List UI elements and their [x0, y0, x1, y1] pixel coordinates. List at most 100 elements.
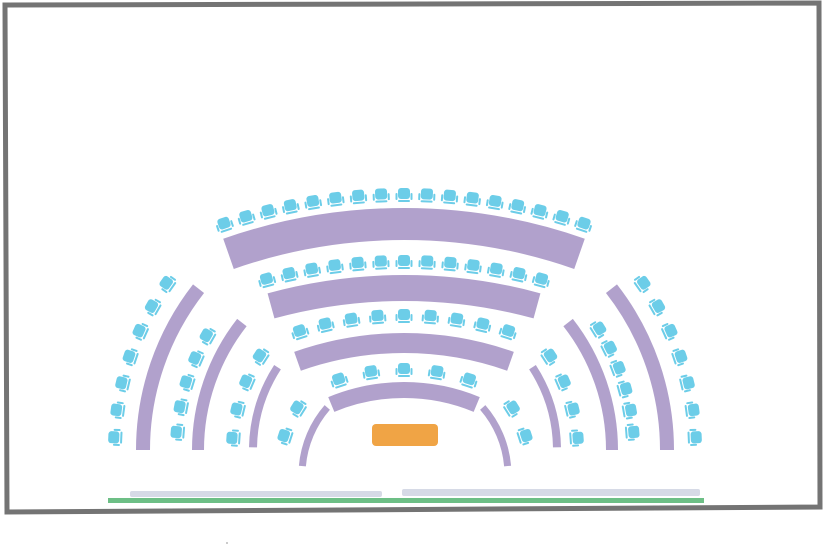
- row-c-seat-4[interactable]: [369, 309, 387, 325]
- left-1-seat-4[interactable]: [121, 346, 140, 367]
- row-a-seat-16[interactable]: [552, 209, 572, 227]
- row-a-seat-12[interactable]: [463, 191, 482, 207]
- right-1-desk: [605, 284, 674, 451]
- seats: [108, 188, 702, 447]
- row-a-seat-4[interactable]: [281, 198, 300, 215]
- row-c-seat-6[interactable]: [421, 309, 439, 325]
- stage-podium[interactable]: [372, 424, 438, 446]
- right-4-desk: [480, 405, 512, 467]
- floor-line: [108, 498, 704, 503]
- left-1-desk: [136, 284, 205, 451]
- right-3-seat-1[interactable]: [569, 429, 584, 447]
- row-d-seat-2[interactable]: [362, 364, 381, 381]
- row-b-seat-5[interactable]: [349, 256, 367, 272]
- row-c-seat-7[interactable]: [447, 312, 466, 328]
- right-3-seat-3[interactable]: [553, 371, 573, 392]
- left-2-seat-3[interactable]: [178, 372, 196, 392]
- row-a-seat-17[interactable]: [573, 215, 594, 234]
- left-1-seat-5[interactable]: [131, 321, 151, 342]
- row-a-seat-7[interactable]: [349, 189, 368, 205]
- left-1-seat-1[interactable]: [108, 428, 123, 447]
- floor-strip-left: [130, 491, 382, 497]
- left-2-seat-1[interactable]: [170, 423, 186, 441]
- row-b-seat-13[interactable]: [531, 271, 551, 289]
- row-a-seat-6[interactable]: [326, 191, 345, 207]
- right-2-seat-1[interactable]: [624, 423, 640, 441]
- row-b-desk: [267, 275, 541, 319]
- left-2-seat-2[interactable]: [173, 397, 190, 417]
- row-d-seat-4[interactable]: [427, 364, 446, 381]
- row-b-seat-3[interactable]: [302, 262, 322, 279]
- row-c-seat-1[interactable]: [290, 323, 310, 341]
- right-1-seat-1[interactable]: [687, 428, 702, 447]
- floor-strip-right: [402, 489, 700, 496]
- right-1-seat-7[interactable]: [632, 273, 653, 295]
- right-2-seat-2[interactable]: [621, 401, 638, 420]
- left-2-seat-5[interactable]: [197, 325, 218, 347]
- left-4-seat-2[interactable]: [288, 397, 309, 419]
- row-a-seat-1[interactable]: [214, 215, 235, 234]
- row-a-desk: [223, 208, 585, 269]
- right-3-seat-4[interactable]: [539, 345, 560, 367]
- right-1-seat-4[interactable]: [670, 346, 689, 367]
- right-1-seat-6[interactable]: [647, 296, 668, 318]
- right-1-seat-2[interactable]: [684, 401, 700, 420]
- room-frame: [2, 0, 823, 515]
- left-1-seat-6[interactable]: [143, 296, 164, 318]
- right-4-seat-2[interactable]: [501, 397, 522, 419]
- desks: [136, 208, 674, 467]
- row-b-seat-8[interactable]: [418, 255, 436, 270]
- row-b-seat-2[interactable]: [279, 266, 299, 283]
- left-3-seat-1[interactable]: [226, 429, 241, 447]
- row-a-seat-15[interactable]: [530, 203, 550, 221]
- right-2-seat-3[interactable]: [616, 379, 634, 399]
- row-a-seat-13[interactable]: [485, 194, 504, 211]
- row-d-seat-1[interactable]: [329, 371, 349, 390]
- right-2-seat-6[interactable]: [588, 318, 609, 340]
- left-2-seat-4[interactable]: [186, 348, 206, 369]
- row-b-seat-6[interactable]: [372, 255, 390, 270]
- stray-dot: [226, 542, 228, 544]
- row-a-seat-14[interactable]: [508, 198, 527, 215]
- row-c-seat-2[interactable]: [316, 316, 336, 334]
- left-4-desk: [298, 405, 330, 467]
- right-4-seat-1[interactable]: [516, 426, 535, 446]
- row-c-desk: [294, 333, 514, 371]
- row-b-seat-4[interactable]: [325, 258, 344, 275]
- left-3-seat-4[interactable]: [250, 345, 271, 367]
- row-a-seat-5[interactable]: [303, 194, 323, 211]
- row-b-seat-1[interactable]: [257, 271, 277, 289]
- row-d-desk: [328, 382, 480, 412]
- left-3-seat-3[interactable]: [237, 371, 257, 392]
- row-a-seat-10[interactable]: [418, 188, 436, 203]
- row-c-seat-3[interactable]: [342, 312, 361, 328]
- row-d-seat-5[interactable]: [459, 371, 479, 390]
- row-a-seat-9[interactable]: [395, 188, 413, 202]
- row-c-seat-5[interactable]: [395, 309, 413, 323]
- left-4-seat-1[interactable]: [276, 426, 295, 446]
- right-2-seat-4[interactable]: [608, 358, 627, 379]
- left-3-desk: [249, 365, 281, 448]
- row-c-seat-8[interactable]: [473, 316, 493, 334]
- right-2-seat-5[interactable]: [599, 338, 619, 359]
- right-1-seat-5[interactable]: [660, 321, 680, 342]
- row-d-seat-3[interactable]: [395, 363, 413, 377]
- row-a-seat-8[interactable]: [372, 188, 390, 203]
- right-1-seat-3[interactable]: [678, 373, 696, 393]
- left-2-desk: [192, 318, 247, 451]
- row-b-seat-11[interactable]: [486, 262, 505, 279]
- left-1-seat-3[interactable]: [114, 373, 132, 393]
- right-3-seat-2[interactable]: [563, 399, 581, 419]
- row-a-seat-2[interactable]: [236, 209, 256, 227]
- left-1-seat-2[interactable]: [110, 401, 126, 420]
- row-a-seat-3[interactable]: [258, 203, 278, 221]
- left-3-seat-2[interactable]: [229, 399, 247, 419]
- row-a-seat-11[interactable]: [440, 189, 459, 205]
- row-b-seat-12[interactable]: [509, 266, 529, 283]
- row-b-seat-9[interactable]: [441, 256, 459, 272]
- left-1-seat-7[interactable]: [157, 273, 178, 295]
- row-b-seat-10[interactable]: [464, 258, 483, 275]
- row-c-seat-9[interactable]: [498, 323, 518, 341]
- row-b-seat-7[interactable]: [395, 255, 413, 269]
